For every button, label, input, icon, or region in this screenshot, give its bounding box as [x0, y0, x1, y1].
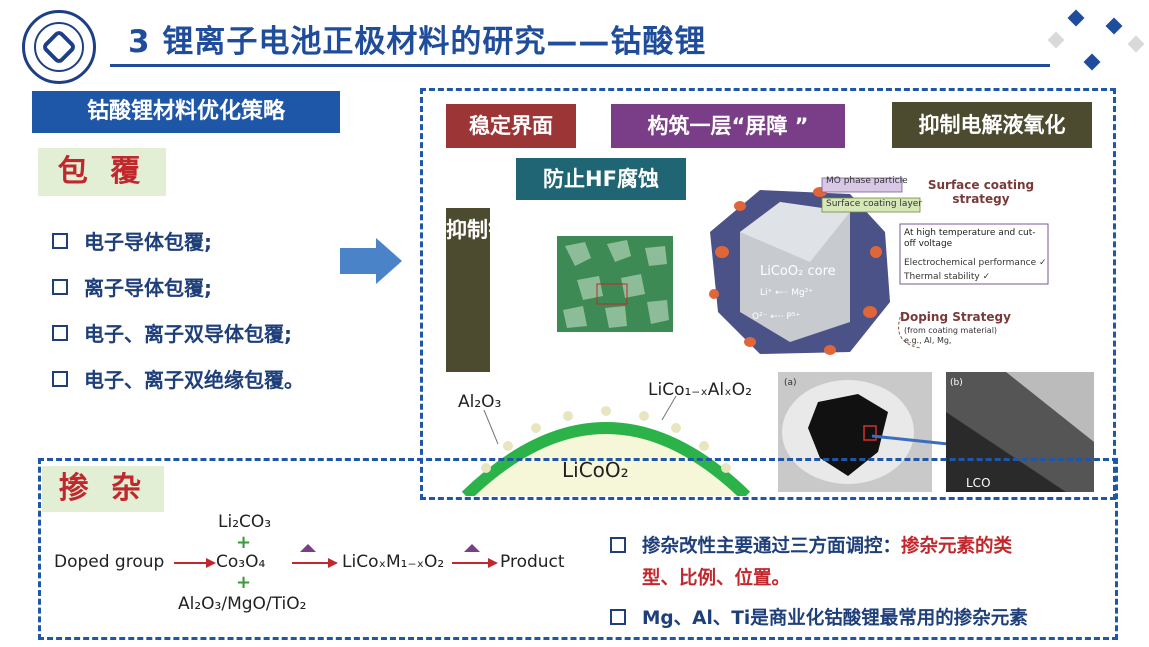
coating-item: 电子、离子双绝缘包覆。	[52, 364, 304, 393]
right-arrow-head-icon	[376, 238, 402, 284]
al2o3-label: Al₂O₃	[458, 392, 502, 412]
strategy-label: 钴酸锂材料优化策略	[32, 91, 340, 133]
coating-item-label: 电子、离子双绝缘包覆。	[84, 368, 304, 392]
coating-item-label: 离子导体包覆;	[84, 276, 212, 300]
coating-arc-diagram	[461, 395, 751, 496]
heat-reaction-arrow-icon	[452, 544, 498, 568]
checkbox-bullet-icon	[610, 609, 626, 625]
university-logo	[22, 10, 96, 84]
doping-bullet-text: 掺杂改性主要通过三方面调控：	[642, 536, 902, 557]
core-label: LiCoO₂ core	[760, 264, 836, 279]
doping-bullet-text: Mg、Al、Ti是商业化钴酸锂最常用的掺杂元素	[642, 608, 1028, 629]
checkbox-bullet-icon	[52, 370, 68, 387]
tem-a-label: (a)	[784, 378, 797, 388]
licoo2-label: LiCoO₂	[562, 458, 629, 482]
licoalo2-label: LiCo₁₋ₓAlₓO₂	[648, 380, 752, 400]
decor-diamond-icon	[1047, 31, 1065, 49]
reaction-arrow-icon	[174, 558, 216, 568]
surface-layer-label: Surface coating layer	[826, 199, 923, 209]
coating-item: 离子导体包覆;	[52, 272, 212, 301]
plus-icon: +	[236, 572, 252, 593]
coating-item-label: 电子、离子双导体包覆;	[84, 322, 292, 346]
doping-bullet: 掺杂改性主要通过三方面调控：掺杂元素的类	[610, 532, 1012, 558]
doping-sub-label: (from coating material) e.g., Al, Mg,	[904, 326, 998, 345]
sem-micrograph-image	[557, 236, 673, 332]
tem-lco-label: LCO	[966, 476, 991, 490]
o-p-label: O²⁻ ←·· P⁵⁺	[752, 312, 801, 322]
coating-particle-diagram	[709, 177, 1049, 355]
li2co3-label: Li₂CO₃	[218, 512, 272, 532]
tag-suppress-oxidation: 抑制电解液氧化	[892, 102, 1092, 148]
checkbox-bullet-icon	[52, 278, 68, 295]
right-arrow-icon	[340, 248, 376, 274]
doping-heading: 掺 杂	[42, 466, 164, 512]
slide-title: 3 锂离子电池正极材料的研究——钴酸锂	[128, 24, 707, 60]
electrochem-label: Electrochemical performance ✓	[904, 258, 1047, 268]
li-mg-label: Li⁺ ←·· Mg²⁺	[760, 288, 814, 298]
checkbox-bullet-icon	[52, 324, 68, 341]
product-label: Product	[500, 552, 565, 572]
doped-group-label: Doped group	[54, 552, 165, 572]
checkbox-bullet-icon	[610, 537, 626, 553]
doping-panel	[38, 458, 1118, 640]
decor-diamond-icon	[1067, 9, 1085, 27]
tag-barrier: 构筑一层“屏障 ”	[611, 104, 845, 148]
tag-suppress-co: 抑制钴溶出	[446, 208, 551, 372]
coating-heading: 包 覆	[38, 148, 166, 196]
tem-b-label: (b)	[950, 378, 963, 388]
oxides-label: Al₂O₃/MgO/TiO₂	[178, 594, 307, 614]
doping-strategy-label: Doping Strategy	[900, 310, 1011, 324]
checkbox-bullet-icon	[52, 232, 68, 249]
mo-phase-label: MO phase particle	[826, 176, 908, 186]
tem-image-b	[946, 372, 1094, 492]
doping-bullet-highlight: 型、比例、位置。	[642, 568, 791, 589]
coating-item: 电子导体包覆;	[52, 226, 212, 255]
doping-bullet: Mg、Al、Ti是商业化钴酸锂最常用的掺杂元素	[610, 604, 1028, 630]
heat-reaction-arrow-icon	[292, 544, 338, 568]
coating-effects-panel	[420, 88, 1116, 500]
decor-diamond-icon	[1083, 53, 1101, 71]
tag-prevent-hf: 防止HF腐蚀	[516, 158, 686, 200]
tag-stable-interface: 稳定界面	[446, 104, 576, 148]
high-temp-label: At high temperature and cut-off voltage	[904, 228, 1036, 249]
plus-icon: +	[236, 532, 252, 553]
doping-bullet-highlight: 掺杂元素的类	[901, 536, 1013, 557]
co3o4-label: Co₃O₄	[216, 552, 266, 572]
formula-label: LiCoₓM₁₋ₓO₂	[342, 552, 445, 572]
coating-item: 电子、离子双导体包覆;	[52, 318, 292, 347]
coating-item-label: 电子导体包覆;	[84, 230, 212, 254]
decor-diamond-icon	[1105, 17, 1123, 35]
thermal-label: Thermal stability ✓	[904, 272, 991, 282]
title-underline	[110, 64, 1050, 67]
surface-strategy-label: Surface coating strategy	[927, 178, 1035, 206]
doping-bullet-continuation: 型、比例、位置。	[642, 564, 790, 590]
decor-diamond-icon	[1127, 35, 1145, 53]
